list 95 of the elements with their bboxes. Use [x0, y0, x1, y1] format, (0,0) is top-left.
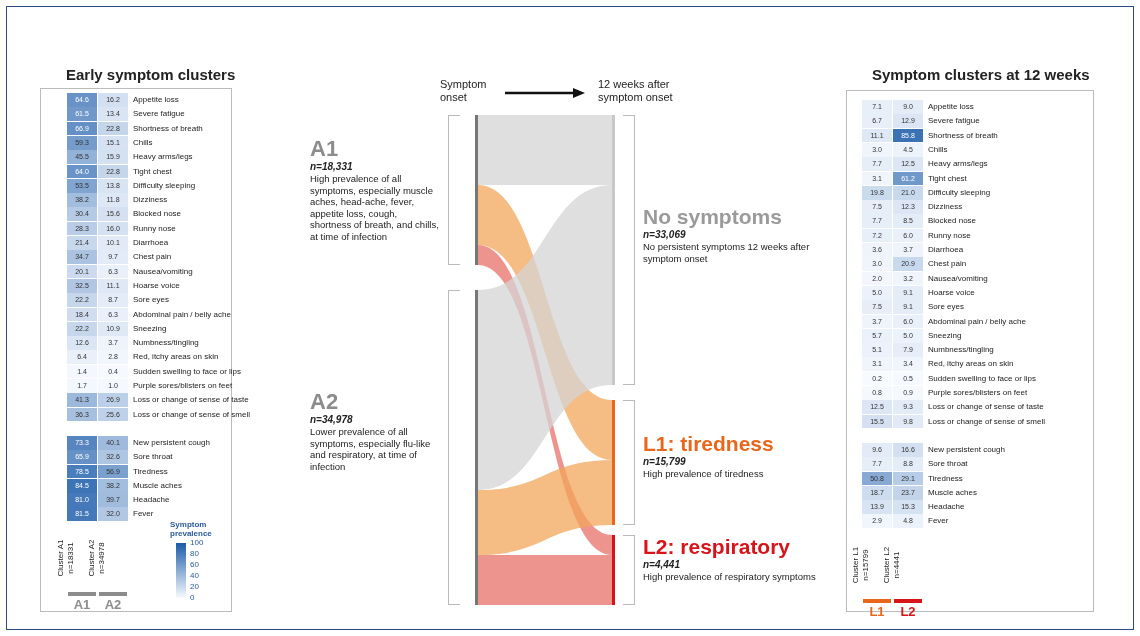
- symptom-label: Appetite loss: [133, 94, 179, 106]
- symptom-label: Difficulty sleeping: [133, 179, 196, 192]
- colorbar-tick-label: 80: [190, 549, 199, 559]
- cluster-name: A2: [103, 596, 123, 612]
- sample-size: n=34,978: [310, 414, 354, 426]
- symptom-label: Diarrhoea: [928, 244, 964, 256]
- symptom-label: Sneezing: [928, 329, 962, 342]
- symptom-label: Loss or change of sense of taste: [928, 401, 1044, 414]
- symptom-label: Headache: [928, 501, 965, 514]
- cluster-heading: No symptoms: [643, 205, 783, 229]
- symptom-label: Headache: [133, 494, 170, 507]
- symptom-label: Fever: [133, 508, 154, 521]
- colorbar-tick-label: 20: [190, 582, 199, 592]
- sample-size: n=15,799: [643, 456, 687, 468]
- symptom-label: Red, itchy areas on skin: [133, 351, 219, 364]
- symptom-label: Chills: [928, 143, 948, 156]
- panel-heading: Symptom clusters at 12 weeks: [872, 66, 1090, 83]
- symptom-label: Sudden swelling to face or lips: [133, 365, 242, 378]
- sample-size: n=18,331: [310, 161, 354, 173]
- symptom-label: Shortness of breath: [133, 122, 203, 135]
- symptom-label: Chest pain: [928, 258, 967, 271]
- symptom-label: Loss or change of sense of smell: [133, 408, 250, 421]
- cluster-heading: A1: [310, 137, 340, 161]
- symptom-label: Tiredness: [928, 472, 963, 485]
- sample-size: n=4,441: [643, 559, 681, 571]
- symptom-label: Nausea/vomiting: [928, 272, 988, 285]
- symptom-label: Numbness/tingling: [928, 344, 994, 357]
- cluster-label: Cluster A2 n=34978: [87, 538, 107, 579]
- symptom-label: Tight chest: [133, 165, 172, 178]
- symptom-label: Heavy arms/legs: [133, 151, 193, 164]
- symptom-label: Chills: [133, 136, 153, 149]
- symptom-label: Sore throat: [928, 458, 968, 471]
- symptom-label: Sneezing: [133, 322, 167, 335]
- symptom-label: Tight chest: [928, 172, 967, 185]
- symptom-label: Runny nose: [928, 229, 971, 242]
- symptom-label: Sore eyes: [133, 294, 170, 307]
- colorbar-tick-label: 0: [190, 593, 195, 603]
- cluster-heading: A2: [310, 390, 340, 414]
- symptom-label: Nausea/vomiting: [133, 265, 193, 278]
- symptom-label: Loss or change of sense of smell: [928, 415, 1045, 428]
- symptom-label: Difficulty sleeping: [928, 186, 991, 199]
- cluster-label: Cluster A1 n=18331: [56, 538, 76, 579]
- flow-ribbon: [478, 555, 612, 605]
- panel-heading: Early symptom clusters: [66, 66, 236, 83]
- symptom-label: Heavy arms/legs: [928, 158, 988, 171]
- symptom-label: Blocked nose: [133, 208, 182, 221]
- symptom-label: Dizziness: [928, 201, 963, 214]
- symptom-label: Severe fatigue: [928, 115, 980, 128]
- colorbar-tick-label: 100: [190, 538, 204, 548]
- symptom-label: Chest pain: [133, 251, 172, 264]
- cluster-description: No persistent symptoms 12 weeks after symptom onset: [643, 241, 811, 264]
- symptom-label: Appetite loss: [928, 101, 974, 113]
- symptom-label: Sore throat: [133, 451, 173, 464]
- cluster-description: Lower prevalence of all symptoms, especially flu-like and respiratory, at time of infection: [310, 426, 432, 472]
- cluster-description: High prevalence of respiratory symptoms: [643, 571, 817, 583]
- symptom-label: Sudden swelling to face or lips: [928, 372, 1037, 385]
- symptom-label: Sore eyes: [928, 301, 965, 314]
- symptom-label: Abdominal pain / belly ache: [928, 315, 1026, 328]
- symptom-label: Diarrhoea: [133, 237, 169, 249]
- symptom-label: Shortness of breath: [928, 129, 998, 142]
- flow-ribbon: [478, 115, 612, 185]
- symptom-label: Dizziness: [133, 194, 168, 207]
- cluster-label: Cluster L1 n=15799: [851, 545, 871, 585]
- cluster-heading: L1: tiredness: [643, 432, 775, 456]
- symptom-label: New persistent cough: [928, 443, 1005, 456]
- axis-label: Symptom onset: [440, 78, 488, 104]
- symptom-label: Fever: [928, 515, 949, 528]
- symptom-label: Hoarse voice: [133, 279, 180, 292]
- symptom-label: Abdominal pain / belly ache: [133, 308, 231, 321]
- symptom-label: Muscle aches: [928, 486, 977, 499]
- cluster-name: A1: [72, 596, 92, 612]
- symptom-label: Loss or change of sense of taste: [133, 394, 249, 407]
- colorbar-tick-label: 40: [190, 571, 199, 581]
- cluster-name: L2: [899, 603, 917, 619]
- cluster-name: L1: [868, 603, 886, 619]
- symptom-label: Runny nose: [133, 222, 176, 235]
- symptom-label: Purple sores/blisters on feet: [928, 387, 1028, 399]
- cluster-description: High prevalence of all symptoms, especially muscle aches, head-ache, fever, appetite loss, cough, shortness of breath, and chills, at time of infection: [310, 173, 440, 242]
- symptom-label: Hoarse voice: [928, 286, 975, 299]
- flow-ribbon: [478, 460, 612, 555]
- symptom-label: Numbness/tingling: [133, 337, 199, 350]
- colorbar-title: Symptom prevalence: [170, 520, 213, 538]
- symptom-label: Purple sores/blisters on feet: [133, 380, 233, 392]
- axis-label: 12 weeks after symptom onset: [598, 78, 674, 104]
- cluster-heading: L2: respiratory: [643, 535, 792, 559]
- symptom-label: Red, itchy areas on skin: [928, 358, 1014, 371]
- symptom-label: Blocked nose: [928, 215, 977, 228]
- cluster-description: High prevalence of tiredness: [643, 468, 765, 480]
- symptom-label: Tiredness: [133, 465, 168, 478]
- symptom-label: Severe fatigue: [133, 108, 185, 121]
- sample-size: n=33,069: [643, 229, 687, 241]
- symptom-label: Muscle aches: [133, 479, 182, 492]
- cluster-label: Cluster L2 n=4441: [882, 545, 902, 585]
- colorbar-tick-label: 60: [190, 560, 199, 570]
- symptom-label: New persistent cough: [133, 436, 210, 449]
